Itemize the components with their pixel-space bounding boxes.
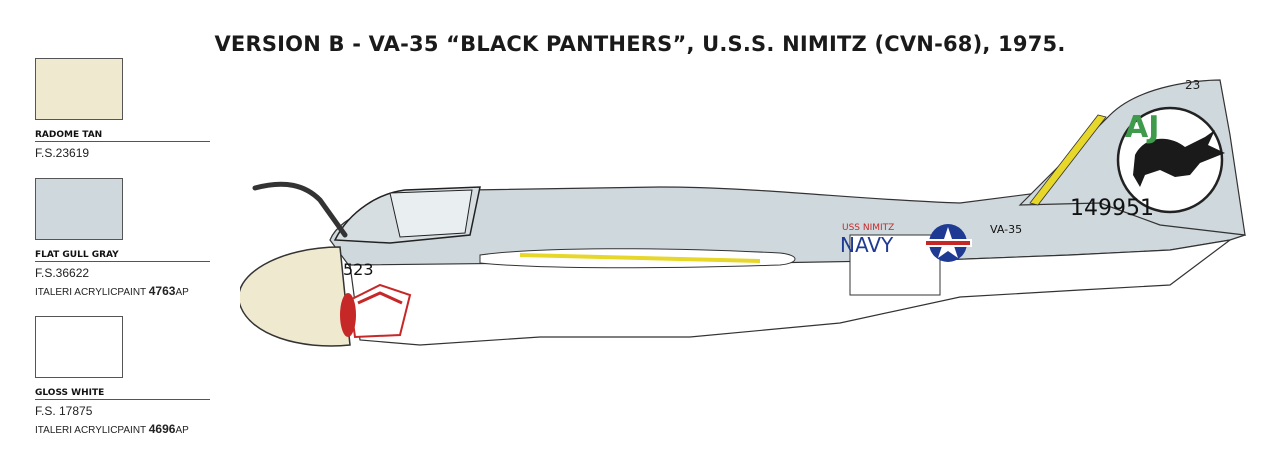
legend-item-radome-tan: RADOME TAN F.S.23619 <box>35 58 210 160</box>
acrylic-code: 4763 <box>148 284 176 298</box>
page-title: VERSION B - VA-35 “BLACK PANTHERS”, U.S.… <box>214 32 1066 56</box>
insignia-stripe <box>926 241 970 245</box>
ship-name-text: USS NIMITZ <box>842 223 894 233</box>
wing-stripe <box>519 253 761 263</box>
acrylic-suffix: AP <box>175 425 189 436</box>
legend-item-flat-gull-gray: FLAT GULL GRAY F.S.36622 ITALERI ACRYLIC… <box>35 178 210 298</box>
intake-red-lip <box>340 293 356 337</box>
paint-name: FLAT GULL GRAY <box>35 250 210 262</box>
refueling-probe <box>252 181 348 238</box>
navy-text: NAVY <box>840 233 894 257</box>
fs-code: F.S. 17875 <box>35 404 93 418</box>
nose-gear-door <box>348 283 412 339</box>
radome <box>240 246 351 347</box>
fs-code: F.S.23619 <box>35 146 90 160</box>
acrylic-paint-ref: ITALERI ACRYLICPAINT 4763AP <box>35 284 189 298</box>
radome-tan-swatch <box>35 58 123 120</box>
flat-gull-gray-swatch <box>35 178 123 240</box>
tail-code-text: AJ <box>1125 110 1159 145</box>
nose-modex-text: 523 <box>343 260 374 279</box>
acrylic-code: 4696 <box>148 422 176 436</box>
panther-icon <box>1133 130 1225 187</box>
canopy-glass <box>389 189 473 238</box>
paint-name: RADOME TAN <box>35 130 210 142</box>
aircraft-profile-illustration: AJ 23 523 149951 USS NIMITZ NAVY VA-35 <box>240 78 1247 347</box>
acrylic-suffix: AP <box>175 287 189 298</box>
intake-warning-chevron <box>357 291 403 305</box>
squadron-text: VA-35 <box>990 223 1022 236</box>
paint-name: GLOSS WHITE <box>35 388 210 400</box>
acrylic-label: ITALERI ACRYLICPAINT <box>35 287 146 298</box>
fs-code: F.S.36622 <box>35 266 90 280</box>
gloss-white-swatch <box>35 316 123 378</box>
tail-stripe <box>1029 114 1107 206</box>
bureau-number-text: 149951 <box>1070 196 1154 221</box>
legend-item-gloss-white: GLOSS WHITE F.S. 17875 ITALERI ACRYLICPA… <box>35 316 210 436</box>
acrylic-label: ITALERI ACRYLICPAINT <box>35 425 146 436</box>
tail-modex-text: 23 <box>1185 78 1200 92</box>
acrylic-paint-ref: ITALERI ACRYLICPAINT 4696AP <box>35 422 189 436</box>
